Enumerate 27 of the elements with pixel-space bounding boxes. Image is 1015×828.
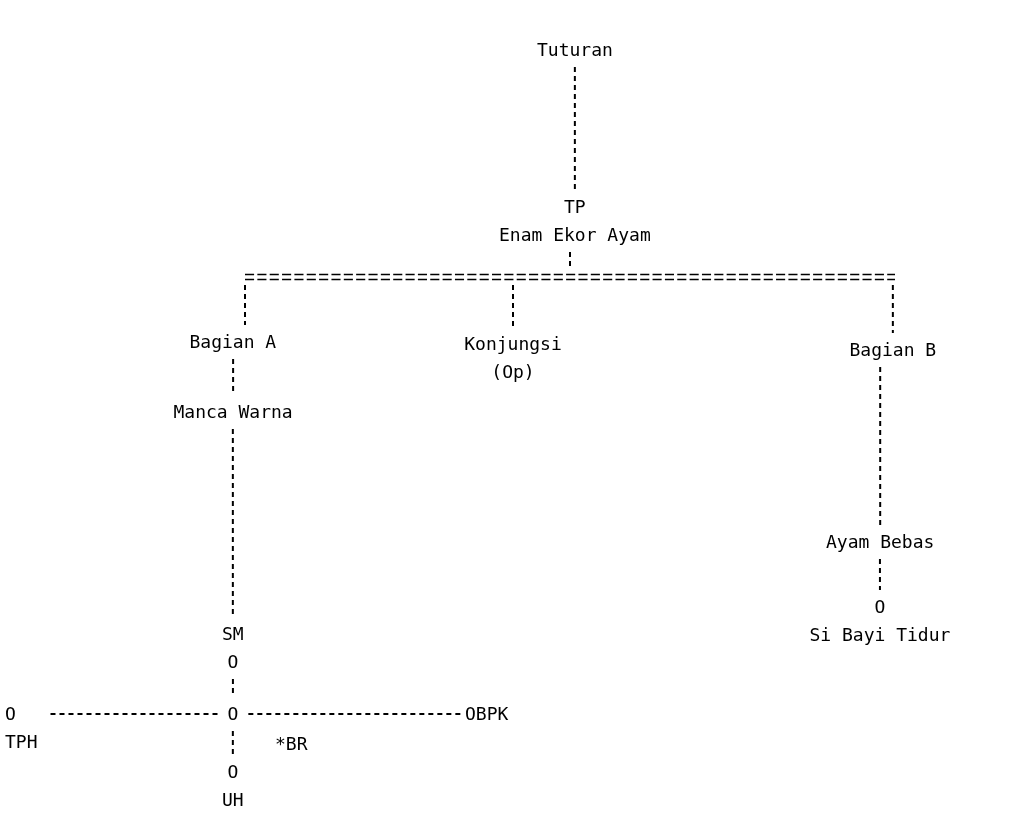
node-text: Manca Warna (173, 400, 293, 424)
node-text: Konjungsi (Op) (463, 332, 563, 384)
node-text: OBPK (465, 702, 509, 726)
node-text: O (873, 595, 887, 619)
node-text: Ayam Bebas (826, 530, 935, 554)
node-text: UH (222, 788, 244, 812)
connector-line (244, 284, 246, 326)
node-text: SM (222, 622, 244, 646)
node-text: Tuturan (537, 38, 613, 62)
connector-line (231, 730, 234, 756)
node-text: Bagian A (189, 330, 277, 354)
double-line-bar (245, 272, 895, 282)
connector-line (573, 66, 576, 191)
node-text: TP (563, 195, 587, 219)
connector-line (512, 284, 514, 328)
connector-line (878, 558, 881, 591)
node-text: Bagian B (849, 338, 937, 362)
node-text: O (227, 702, 239, 726)
node-text: O (226, 650, 240, 674)
node-text: O (5, 702, 17, 726)
connector-line (879, 366, 882, 526)
node-text: TPH (5, 730, 38, 754)
node-text: Enam Ekor Ayam (499, 223, 651, 247)
node-text: Si Bayi Tidur (809, 623, 951, 647)
annotation-label: *BR (275, 732, 308, 756)
node-text: O (226, 760, 240, 784)
connector-line (891, 284, 894, 334)
